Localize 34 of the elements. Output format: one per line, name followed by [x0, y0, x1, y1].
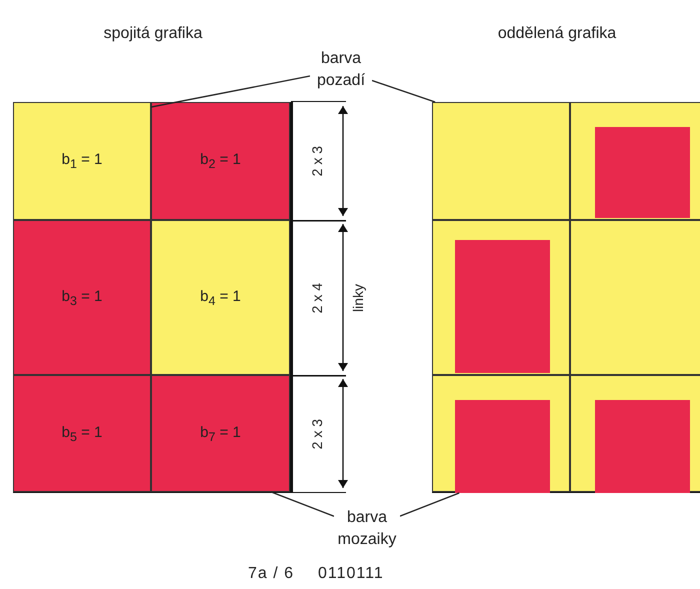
mosaic-cell [151, 220, 290, 375]
mosaic-cell [151, 102, 290, 220]
mosaic-cell [13, 375, 151, 492]
leader-line [150, 75, 310, 108]
dimension-label: 2 x 4 [309, 282, 325, 313]
panel-heading: spojitá grafika [104, 25, 202, 42]
mosaic-cell [432, 102, 570, 220]
code-label: 0110111 [318, 565, 384, 583]
leader-line [372, 80, 436, 103]
mosaic-cell [570, 375, 700, 492]
cell-label: b$_{4}$ = 1 [200, 288, 241, 308]
mosaic-cell [151, 375, 290, 492]
leader-line [400, 492, 460, 517]
mosaic-cell [570, 102, 700, 220]
dimension-label: 2 x 3 [309, 418, 325, 449]
mosaic-block [595, 127, 690, 218]
mosaic-cell [13, 220, 151, 375]
panel-heading: oddělená grafika [498, 25, 616, 42]
axis-label: linky [350, 284, 366, 312]
mosaic-cell [432, 375, 570, 492]
cell-label: b$_{7}$ = 1 [200, 424, 241, 444]
cell-label: b$_{3}$ = 1 [62, 288, 102, 308]
mosaic-block [455, 400, 550, 493]
mosaic-block [455, 240, 550, 373]
mosaic-cell [13, 102, 151, 220]
mosaic-block [595, 400, 690, 493]
mosaic-cell [570, 220, 700, 375]
code-label: 7a / 6 [248, 565, 294, 583]
mosaic-cell [432, 220, 570, 375]
cell-label: b$_{1}$ = 1 [62, 151, 102, 171]
cell-label: b$_{2}$ = 1 [200, 151, 241, 171]
dimension-label: 2 x 3 [309, 146, 325, 176]
leader-line [271, 491, 334, 517]
cell-label: b$_{5}$ = 1 [62, 424, 102, 444]
